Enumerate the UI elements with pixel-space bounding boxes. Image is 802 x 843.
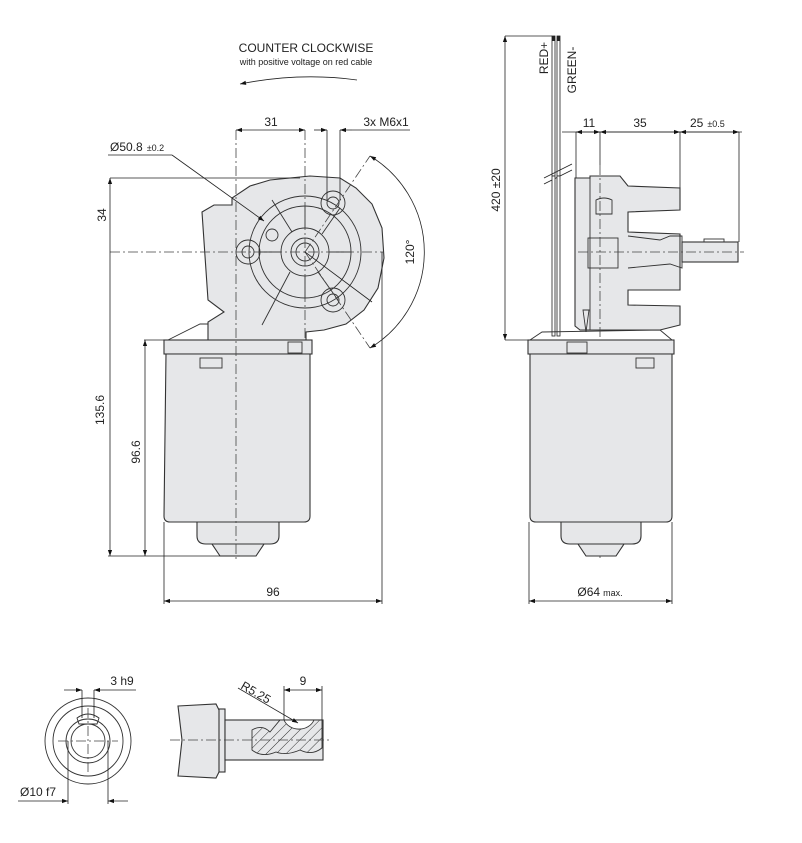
side-view: RED+ GREEN- 420 ±20 11 35 25±0.5 [489,35,744,604]
radius-leader [237,687,299,724]
gearbox-housing [201,175,385,341]
shaft-diameter: Ø10 f7 [20,785,56,799]
dim-angle: 120° [403,239,417,264]
motor-can [163,353,311,523]
gearbox-hub [587,237,619,269]
end-flange [44,697,132,785]
side-can-label [635,357,655,369]
side-flange-tab [566,341,588,354]
dim-96: 96 [266,585,280,599]
key-offset: 9 [300,674,307,688]
dim-25: 25±0.5 [690,116,725,130]
dim-31: 31 [264,115,278,129]
bolt-circle-dim: Ø50.8±0.2 [110,140,164,154]
rotation-title: COUNTER CLOCKWISE [239,41,374,55]
shaft-key [703,238,725,243]
can-label [199,357,223,369]
end-key [76,713,100,725]
rotation-subtitle: with positive voltage on red cable [239,57,373,67]
rotation-note: COUNTER CLOCKWISE with positive voltage … [239,41,374,85]
cable-red-label: RED+ [537,42,551,74]
side-motor-endcap [560,521,642,545]
cable-green-label: GREEN- [565,47,579,94]
side-motor-can [529,353,673,523]
thread-spec: 3x M6x1 [363,115,409,129]
cable-clip [582,309,590,333]
front-view: 31 3x M6x1 Ø50.8±0.2 34 135.6 96.6 120° … [93,115,425,604]
end-ring [52,705,124,777]
dim-35: 35 [633,116,647,130]
angle-arc [369,155,425,349]
shaft-end-view: 3 h9 Ø10 f7 [18,674,136,804]
angle-ray-top [304,155,371,253]
cable-length: 420 ±20 [489,168,503,212]
angle-ray-bottom [304,251,371,349]
gearbox-slot [595,197,613,215]
radius-dim: R5.25 [239,678,274,706]
side-flange-top [529,329,673,341]
side-motor-flange [527,339,675,355]
gearbox-side [574,175,681,331]
motor-endcap [196,521,280,545]
output-collar [627,235,683,269]
flange-edge [167,323,208,341]
side-motor-bearing [576,543,626,557]
bolt-circle-diag [304,251,373,303]
dim-34: 34 [95,208,109,222]
shaft-section-view: R5.25 9 [170,674,330,779]
dim-135-6: 135.6 [93,395,107,425]
motor-bearing [210,543,266,557]
flange-tab [287,341,303,354]
key-width: 3 h9 [110,674,134,688]
bolt-circle-arrow [171,154,265,222]
key-seat [283,719,315,730]
rotation-arrow-icon [239,76,358,85]
dim-11: 11 [583,116,596,130]
section-washer [218,708,226,773]
section-housing [177,703,221,779]
dim-96-6: 96.6 [129,440,143,464]
cables [543,35,573,337]
